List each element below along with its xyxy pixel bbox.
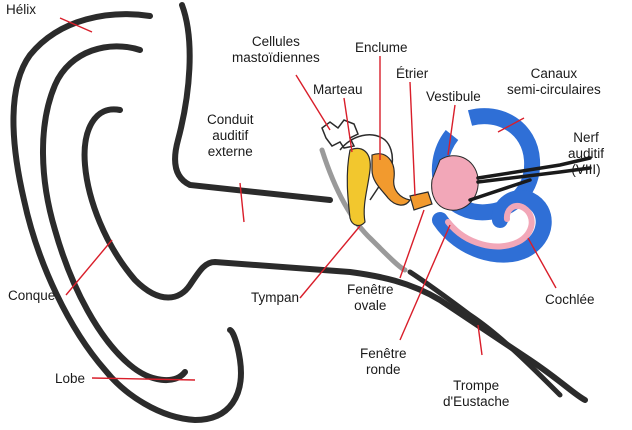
label-nerf-line2: auditif (568, 146, 604, 162)
label-trompe-line2: d'Eustache (443, 394, 509, 410)
malleus (347, 148, 370, 225)
mastoid-cells (322, 120, 358, 148)
label-helix: Hélix (6, 2, 36, 18)
antihelix-outline (43, 46, 185, 380)
label-fenetre-ovale-line2: ovale (347, 298, 394, 314)
label-conduit-line2: auditif (207, 128, 254, 144)
label-canaux-line1: Canaux (507, 66, 601, 82)
label-conque: Conque (8, 288, 55, 304)
label-trompe-eustache: Trompe d'Eustache (443, 378, 509, 410)
vestibule (432, 156, 479, 210)
leader-etrier (410, 82, 415, 196)
label-trompe-line1: Trompe (443, 378, 509, 394)
label-cellules-line1: Cellules (232, 34, 320, 50)
label-canaux-semi-circulaires: Canaux semi-circulaires (507, 66, 601, 98)
label-fenetre-ronde-line2: ronde (360, 362, 407, 378)
label-conduit-auditif-externe: Conduit auditif externe (207, 112, 254, 160)
label-cellules-mastoidiennes: Cellules mastoïdiennes (232, 34, 320, 66)
label-cellules-line2: mastoïdiennes (232, 50, 320, 66)
label-nerf-line1: Nerf (568, 130, 604, 146)
label-cochlee: Cochlée (545, 292, 595, 308)
label-enclume: Enclume (355, 40, 408, 56)
incus (372, 154, 410, 205)
label-fenetre-ovale-line1: Fenêtre (347, 282, 394, 298)
label-conduit-line3: externe (207, 144, 254, 160)
label-marteau: Marteau (313, 82, 363, 98)
label-fenetre-ovale: Fenêtre ovale (347, 282, 394, 314)
label-nerf-line3: (VIII) (568, 162, 604, 178)
label-etrier: Étrier (396, 66, 428, 82)
leader-fenetre-ovale (400, 210, 424, 278)
label-nerf-auditif: Nerf auditif (VIII) (568, 130, 604, 178)
leader-conque (66, 240, 112, 295)
label-lobe: Lobe (55, 371, 85, 387)
stapes (410, 192, 432, 210)
label-canaux-line2: semi-circulaires (507, 82, 601, 98)
label-tympan: Tympan (251, 290, 299, 306)
label-vestibule: Vestibule (426, 89, 481, 105)
label-fenetre-ronde-line1: Fenêtre (360, 346, 407, 362)
label-conduit-line1: Conduit (207, 112, 254, 128)
label-fenetre-ronde: Fenêtre ronde (360, 346, 407, 378)
